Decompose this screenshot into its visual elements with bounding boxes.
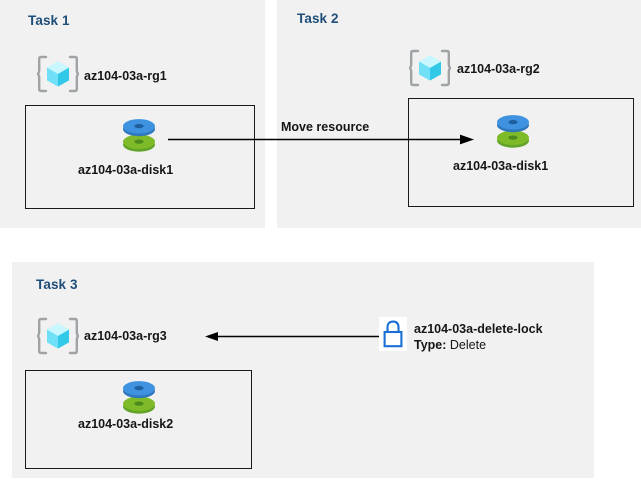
move-resource-arrow <box>168 134 474 145</box>
lock-icon <box>379 317 407 351</box>
task-1-title: Task 1 <box>28 13 70 28</box>
resource-group-1-container <box>25 105 255 209</box>
resource-group-icon <box>408 48 452 88</box>
lock-type-value-text: Delete <box>449 338 487 352</box>
disk-1-label: az104-03a-disk1 <box>78 163 174 177</box>
managed-disk-icon <box>492 110 534 154</box>
lock-type-key: Type: <box>414 338 447 352</box>
resource-group-2-label: az104-03a-rg2 <box>457 62 540 76</box>
lock-applies-to-arrow <box>205 332 381 341</box>
panel-task-2 <box>277 0 641 228</box>
resource-group-1-label: az104-03a-rg1 <box>84 69 167 83</box>
disk-2-label: az104-03a-disk2 <box>78 417 174 431</box>
task-3-title: Task 3 <box>36 277 78 292</box>
lock-type-row: Type: Delete <box>414 338 486 352</box>
disk-1-moved-label: az104-03a-disk1 <box>453 159 549 173</box>
managed-disk-icon <box>118 376 160 420</box>
task-2-title: Task 2 <box>297 11 339 26</box>
resource-group-3-container <box>25 370 252 469</box>
lock-name-label: az104-03a-delete-lock <box>414 322 543 336</box>
resource-group-icon <box>36 54 80 94</box>
managed-disk-icon <box>118 114 160 158</box>
resource-group-2-container <box>408 98 634 207</box>
panel-task-1 <box>0 0 265 228</box>
move-resource-connector-label: Move resource <box>281 120 370 134</box>
resource-group-icon <box>36 316 80 356</box>
resource-group-3-label: az104-03a-rg3 <box>84 329 167 343</box>
